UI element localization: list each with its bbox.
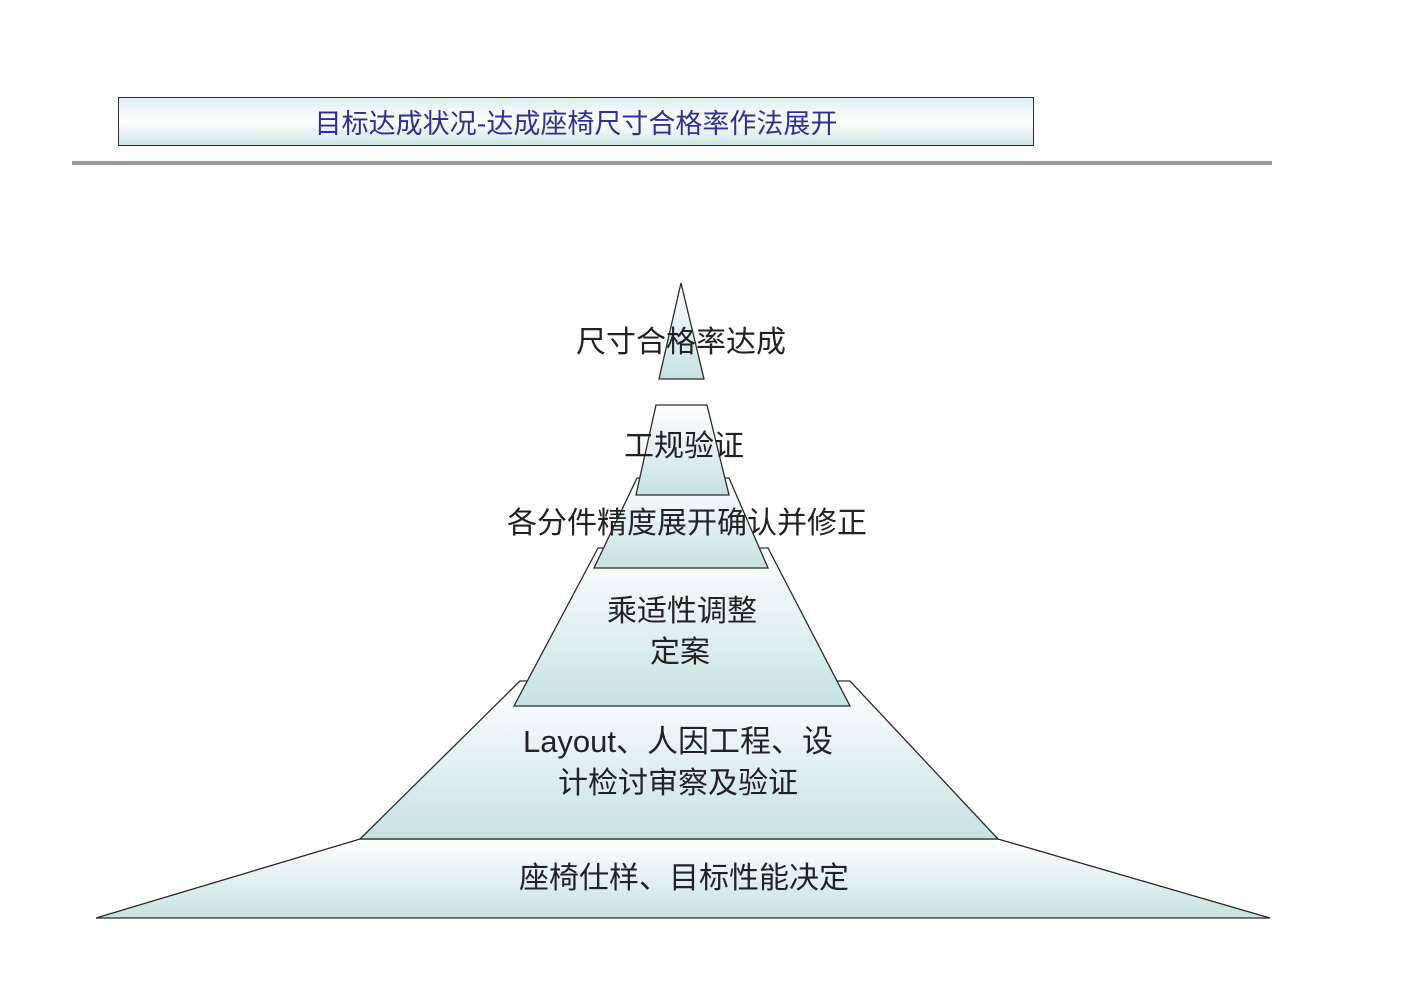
pyramid-level-1-label: 尺寸合格率达成 [576,325,786,360]
pyramid-level-4-label-line-1: 乘适性调整 [607,594,757,629]
header-divider [72,161,1272,165]
pyramid-level-4-label-line-2: 定案 [650,635,710,670]
page-title: 目标达成状况-达成座椅尺寸合格率作法展开 [314,109,838,140]
title-box: 目标达成状况-达成座椅尺寸合格率作法展开 [118,97,1034,146]
pyramid-level-2-shape [635,404,730,496]
pyramid-level-2-label: 工规验证 [624,429,744,464]
pyramid-level-6-label: 座椅仕样、目标性能决定 [519,861,849,896]
pyramid-level-5-label-line-2: 计检讨审察及验证 [558,766,798,801]
pyramid-level-3-label: 各分件精度展开确认并修正 [507,506,867,541]
pyramid-level-1-shape [658,282,705,380]
pyramid-level-5-label-line-1: Layout、人因工程、设 [523,724,833,759]
